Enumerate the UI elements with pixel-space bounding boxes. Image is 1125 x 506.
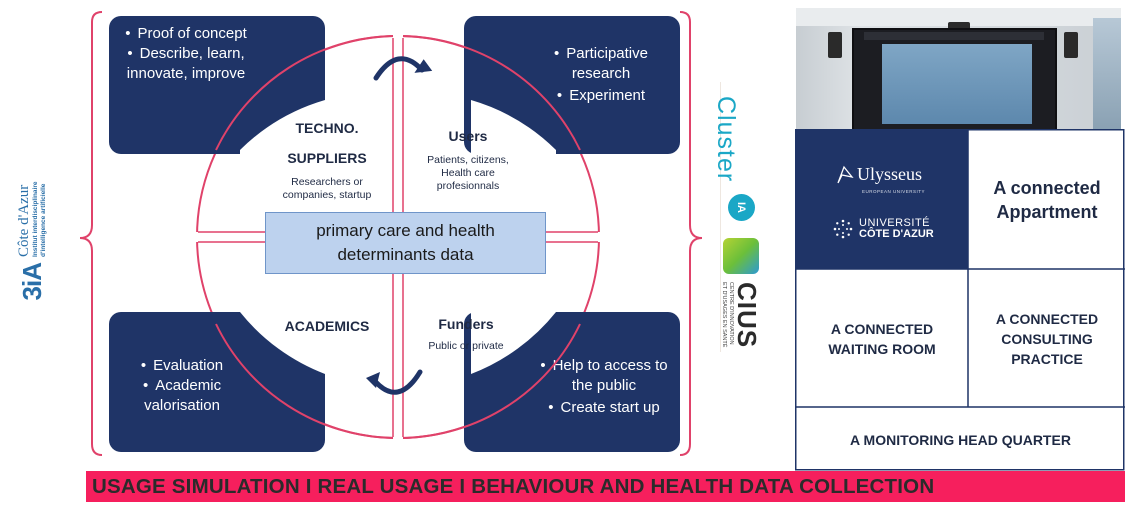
grid-waiting-room-cell: A CONNECTED WAITING ROOM [796,270,968,407]
box-top-left-item-2: Describe, learn, innovate, improve [117,44,255,84]
quadrant-academics: ACADEMICS [262,318,392,334]
techno-title-2: SUPPLIERS [287,150,367,166]
box-top-right-item-2: Experiment [534,86,668,106]
techno-sub-1: Researchers or [291,176,363,188]
consulting-line-2: CONSULTING [1001,330,1093,347]
universite-logo: UNIVERSITÉ CÔTE D'AZUR [832,218,934,240]
consulting-line-3: PRACTICE [1011,350,1083,367]
universite-icon [833,219,853,239]
cius-sub-2: ET D'USAGES EN SANTÉ [721,282,727,348]
left-bracket [79,11,103,456]
users-sub-1: Patients, citizens, [427,154,509,166]
grid-logos-cell [796,130,968,269]
right-bracket [679,11,703,456]
bottom-banner: USAGE SIMULATION I REAL USAGE I BEHAVIOU… [86,471,1125,502]
quadrant-users: Users Patients, citizens, Health care pr… [412,128,524,193]
quadrant-funders: Funders Public or private [412,316,520,353]
screen-video-feed [882,44,1032,124]
box-top-left-item-1: Proof of concept [117,24,255,44]
universite-line-1: UNIVERSITÉ [859,217,931,229]
box-bottom-left-item-1: Evaluation [113,356,251,376]
academics-title: ACADEMICS [284,318,370,334]
speaker-right [1064,32,1078,58]
center-line-2: determinants data [337,245,474,264]
funders-sub: Public or private [428,340,504,352]
techno-sub-2: companies, startup [282,189,372,201]
users-sub-3: profesionnals [436,180,500,192]
cius-subtitle: CENTRE D'INNOVATION ET D'USAGES EN SANTÉ [720,282,734,347]
users-sub-2: Health care [441,167,495,179]
apartment-line-1: A connected [993,177,1101,198]
cius-sub-1: CENTRE D'INNOVATION [728,282,734,345]
cluster-word: Cluster [712,96,740,183]
box-bottom-right-item-1: Help to access to the public [536,356,672,396]
grid-hq-cell: A MONITORING HEAD QUARTER [796,408,1125,471]
box-top-right-item-1: Participative research [534,44,668,84]
window [1093,18,1121,130]
waiting-line-2: WAITING ROOM [828,340,936,357]
techno-title-1: TECHNO. [295,120,359,136]
room-photo [796,8,1121,130]
funders-title: Funders [438,316,494,332]
ulysseus-sub: EUROPEAN UNIVERSITY [862,189,926,194]
grid-lines [795,129,1125,471]
waiting-line-1: A CONNECTED [830,320,934,337]
ulysseus-name: Ulysseus [857,164,923,184]
speaker-left [828,32,842,58]
apartment-line-2: Appartment [996,201,1098,222]
consulting-line-1: A CONNECTED [995,310,1099,327]
users-title: Users [448,128,488,144]
center-data-box: primary care and health determinants dat… [265,212,546,274]
cius-word: CIUS [732,282,762,349]
center-line-1: primary care and health [316,221,495,240]
ulysseus-icon [837,165,854,183]
box-bottom-right-item-2: Create start up [536,398,672,418]
universite-line-2: CÔTE D'AZUR [859,228,934,240]
box-bottom-left-item-2: Academic valorisation [113,376,251,416]
ulysseus-logo: Ulysseus [836,164,922,185]
hq-label: A MONITORING HEAD QUARTER [850,431,1071,448]
quadrant-techno: TECHNO. SUPPLIERS Researchers or compani… [262,120,392,202]
cluster-ia-badge: IA [728,194,755,221]
grid-consulting-cell: A CONNECTED CONSULTING PRACTICE [969,270,1125,407]
camera-icon [948,22,970,30]
cius-icon [723,238,759,274]
grid-apartment-cell: A connected Appartment [969,130,1125,269]
